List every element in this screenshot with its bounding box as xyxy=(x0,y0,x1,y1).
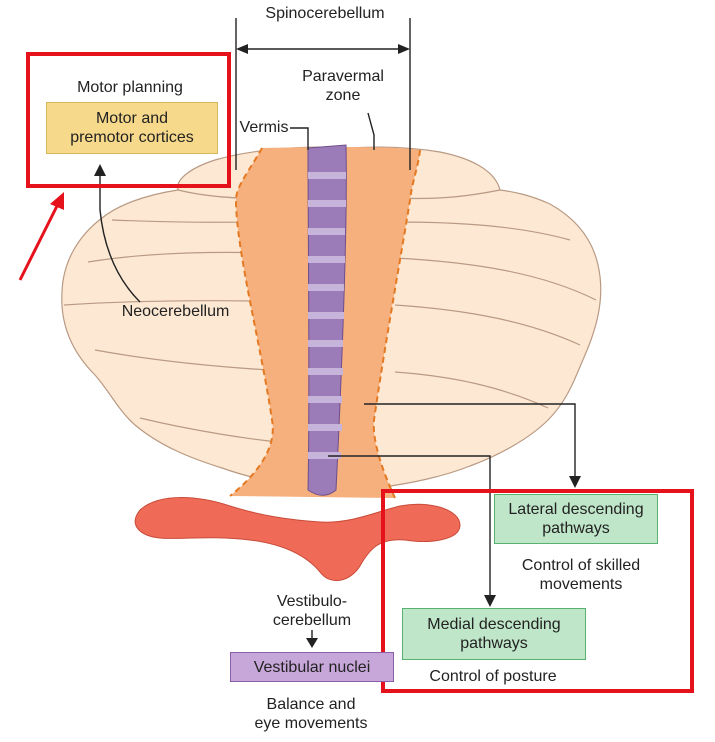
vestibular-nuclei-box: Vestibular nuclei xyxy=(230,652,394,682)
vermis-bands xyxy=(308,172,346,459)
lateral-pathways-box: Lateral descending pathways xyxy=(494,494,658,544)
highlight-box-motor xyxy=(26,52,231,188)
spinocerebellum-label: Spinocerebellum xyxy=(265,5,385,22)
flocculonodular-lobe xyxy=(134,497,461,581)
motor-planning-label: Motor planning xyxy=(77,79,183,96)
control-posture-label: Control of posture xyxy=(429,668,557,685)
paravermal-zone-label: Paravermal zone xyxy=(302,68,384,104)
highlight-box-pathways xyxy=(381,489,694,693)
neocerebellum-label: Neocerebellum xyxy=(121,303,230,320)
vermis-label: Vermis xyxy=(239,119,289,136)
spinocerebellum-bracket xyxy=(235,18,411,170)
medial-pathways-box: Medial descending pathways xyxy=(402,608,586,660)
balance-eye-label: Balance and eye movements xyxy=(254,696,368,732)
motor-cortices-box: Motor and premotor cortices xyxy=(46,102,218,154)
control-skilled-label: Control of skilled movements xyxy=(521,557,641,593)
vestibulocerebellum-label: Vestibulo- cerebellum xyxy=(272,593,352,629)
